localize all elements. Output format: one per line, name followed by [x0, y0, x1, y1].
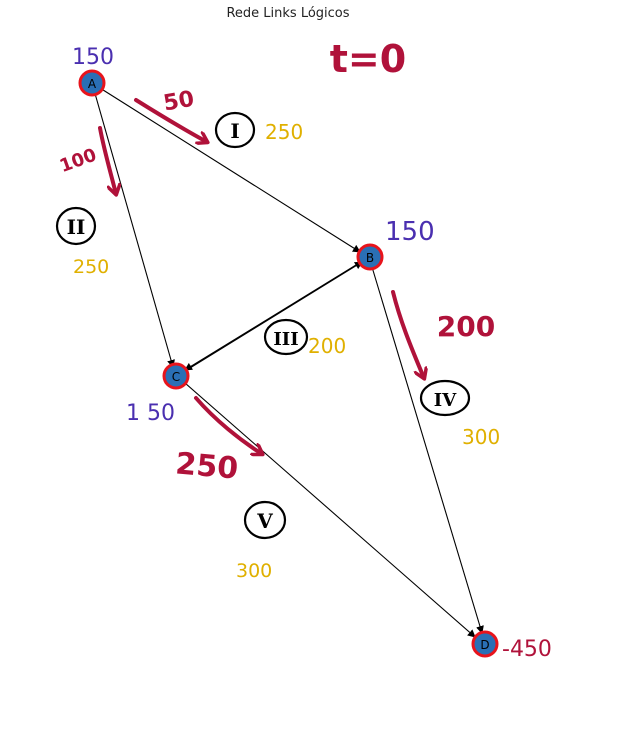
- link-badge-IV: [419, 379, 471, 417]
- flow-arrow-C-D: [194, 396, 262, 454]
- flow-arrow-A-C: [98, 126, 116, 194]
- edge-C-B: [176, 261, 363, 377]
- link-badge-I: [214, 111, 256, 149]
- capacity-labels: 250 250 200 300 300: [73, 120, 500, 582]
- capacity-label-I: 250: [265, 120, 303, 144]
- capacity-label-IV: 300: [462, 425, 500, 449]
- node-C-label: C: [172, 370, 180, 384]
- link-roman-III: III: [273, 329, 298, 350]
- edge-B-D: [368, 256, 484, 634]
- link-roman-IV: IV: [434, 390, 457, 411]
- link-badge-III: [263, 318, 309, 356]
- node-B-label: B: [366, 251, 374, 265]
- supply-label-D: -450: [502, 637, 552, 662]
- flow-labels: 50 100 200 250: [57, 87, 495, 487]
- edge-A-B: [91, 82, 361, 253]
- diagram-title: Rede Links Lógicos: [226, 6, 349, 21]
- edge-B-C: [184, 256, 370, 371]
- link-roman-V: V: [256, 509, 273, 533]
- edge-A-C: [91, 82, 175, 368]
- link-badge-V: [243, 500, 287, 540]
- link-roman-I: I: [230, 119, 239, 143]
- edges: [91, 82, 484, 638]
- supply-labels: 150 150 1 50 -450: [72, 45, 552, 662]
- time-label: t=0: [330, 37, 406, 81]
- nodes: A B C D: [78, 69, 499, 658]
- node-D-label: D: [480, 638, 489, 652]
- node-B: B: [356, 243, 384, 271]
- supply-label-A: 150: [72, 45, 114, 70]
- node-C: C: [162, 362, 190, 390]
- node-D: D: [471, 630, 499, 658]
- flow-label-C-D: 250: [174, 446, 239, 486]
- flow-label-A-C: 100: [57, 145, 99, 178]
- flow-arrow-B-D: [391, 290, 424, 378]
- capacity-label-II: 250: [73, 256, 109, 278]
- supply-label-C: 1 50: [126, 401, 175, 426]
- flow-arrow-A-B: [134, 98, 207, 142]
- flow-label-B-D: 200: [437, 310, 495, 343]
- flow-arrows: [98, 98, 424, 454]
- link-badges: [55, 111, 471, 540]
- node-A-label: A: [88, 77, 97, 91]
- link-roman-labels: I II III IV V: [67, 119, 458, 533]
- link-roman-II: II: [67, 215, 86, 239]
- flow-label-A-B: 50: [162, 87, 197, 117]
- capacity-label-V: 300: [236, 560, 272, 582]
- node-A: A: [78, 69, 106, 97]
- edge-C-D: [176, 375, 476, 638]
- capacity-label-III: 200: [308, 334, 346, 358]
- link-badge-II: [55, 206, 97, 246]
- supply-label-B: 150: [385, 217, 435, 247]
